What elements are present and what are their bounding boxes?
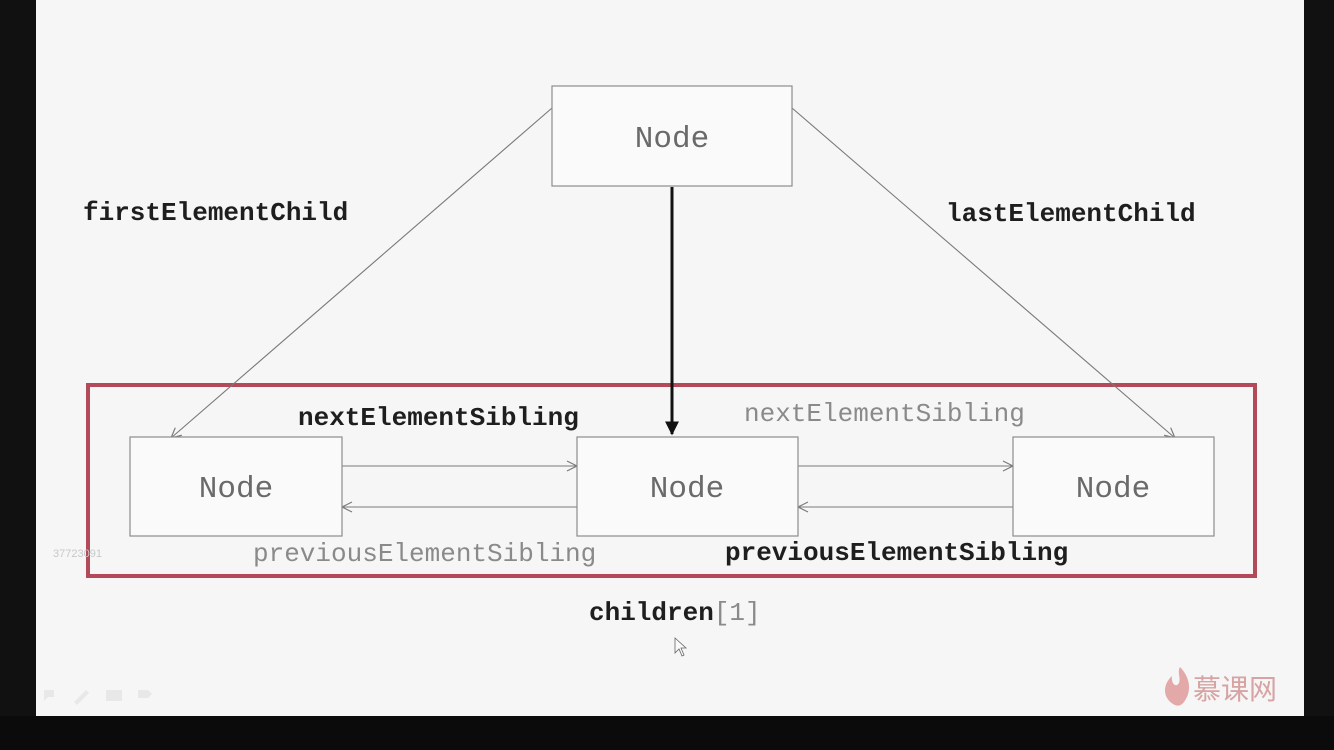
flame-icon	[1165, 667, 1190, 706]
logo-text: 慕课网	[1193, 673, 1277, 706]
right-child-node: Node	[1012, 436, 1215, 537]
pen-icon[interactable]	[74, 690, 89, 705]
watermark-id: 37723091	[53, 548, 102, 560]
middle-child-node: Node	[576, 436, 799, 537]
left-child-node-label: Node	[199, 472, 273, 507]
player-controls	[44, 690, 152, 705]
children-label-index: [1]	[714, 598, 761, 628]
children-label: children[1]	[589, 598, 761, 628]
mouse-cursor-icon	[674, 637, 688, 657]
back-icon[interactable]	[44, 690, 54, 701]
forward-icon[interactable]	[138, 690, 152, 698]
next-element-sibling-label-bold: nextElementSibling	[298, 403, 579, 433]
parent-node: Node	[551, 85, 793, 187]
first-child-arrow	[171, 107, 553, 438]
screen-icon[interactable]	[106, 690, 122, 701]
last-element-child-label: lastElementChild	[946, 199, 1196, 229]
right-child-node-label: Node	[1076, 472, 1150, 507]
previous-element-sibling-label-bold: previousElementSibling	[725, 538, 1068, 568]
parent-node-label: Node	[635, 122, 709, 157]
imooc-logo: 慕课网	[1165, 667, 1277, 706]
first-element-child-label: firstElementChild	[83, 198, 348, 228]
middle-child-node-label: Node	[650, 472, 724, 507]
previous-element-sibling-label-light: previousElementSibling	[253, 539, 596, 569]
next-element-sibling-label-light: nextElementSibling	[744, 399, 1025, 429]
children-label-name: children	[589, 598, 714, 628]
last-child-arrow	[791, 107, 1175, 438]
left-child-node: Node	[129, 436, 343, 537]
bottom-bar	[0, 716, 1334, 750]
